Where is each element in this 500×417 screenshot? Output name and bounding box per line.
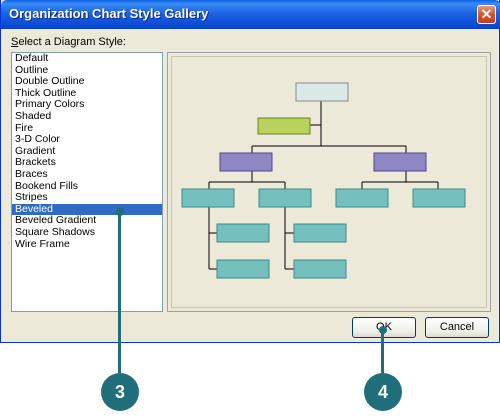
org-box-sub-1 — [216, 223, 270, 243]
org-box-staff-2 — [258, 188, 312, 208]
style-list-item[interactable]: Shaded — [15, 109, 52, 122]
preview-canvas — [171, 56, 487, 308]
org-box-staff-3 — [335, 188, 389, 208]
org-box-sub-4 — [293, 259, 347, 279]
style-list-item[interactable]: 3-D Color — [15, 133, 60, 146]
style-list-item[interactable]: Default — [15, 52, 49, 64]
diagram-preview — [167, 52, 491, 312]
style-list-item[interactable]: Square Shadows — [15, 225, 95, 238]
cancel-button[interactable]: Cancel — [425, 317, 489, 338]
callout-3: 3 — [101, 373, 139, 411]
org-box-sub-3 — [293, 223, 347, 243]
close-button[interactable]: ✕ — [477, 5, 496, 24]
title-bar[interactable]: Organization Chart Style Gallery ✕ — [1, 0, 500, 29]
style-gallery-dialog: Organization Chart Style Gallery ✕ Selec… — [0, 0, 500, 343]
style-list-item[interactable]: Gradient — [15, 144, 56, 157]
style-list-item[interactable]: Beveled — [12, 203, 162, 216]
style-list-item[interactable]: Beveled Gradient — [15, 214, 97, 227]
dialog-title: Organization Chart Style Gallery — [9, 6, 209, 21]
style-list-item[interactable]: Double Outline — [15, 75, 85, 88]
org-chart-preview — [181, 82, 466, 279]
style-list-item[interactable]: Fire — [15, 121, 34, 134]
callout-3-line — [118, 213, 121, 373]
style-list-item[interactable]: Thick Outline — [15, 86, 77, 99]
org-box-manager-right — [373, 152, 427, 172]
style-list-item[interactable]: Primary Colors — [15, 98, 85, 111]
style-list-item[interactable]: Stripes — [15, 191, 48, 204]
org-box-manager-left — [219, 152, 273, 172]
org-chart-boxes — [181, 82, 466, 279]
callout-4-line — [381, 330, 384, 373]
callout-4-anchor — [379, 326, 387, 334]
org-box-staff-4 — [412, 188, 466, 208]
org-box-assistant — [257, 117, 311, 135]
callout-3-anchor — [116, 208, 124, 216]
diagram-style-label: Select a Diagram Style: — [11, 36, 126, 48]
org-box-sub-2 — [216, 259, 270, 279]
org-box-staff-1 — [181, 188, 235, 208]
style-list-item[interactable]: Bookend Fills — [15, 179, 79, 192]
label-text: elect a Diagram Style: — [18, 36, 126, 48]
callout-4: 4 — [364, 373, 402, 411]
label-mnemonic: S — [11, 36, 19, 48]
style-list-item[interactable]: Brackets — [15, 156, 56, 169]
style-list-item[interactable]: Outline — [15, 63, 49, 76]
org-box-top — [295, 82, 349, 102]
org-chart-connectors — [208, 101, 439, 270]
style-list-item[interactable]: Braces — [15, 167, 48, 180]
style-list-item[interactable]: Wire Frame — [15, 237, 70, 250]
